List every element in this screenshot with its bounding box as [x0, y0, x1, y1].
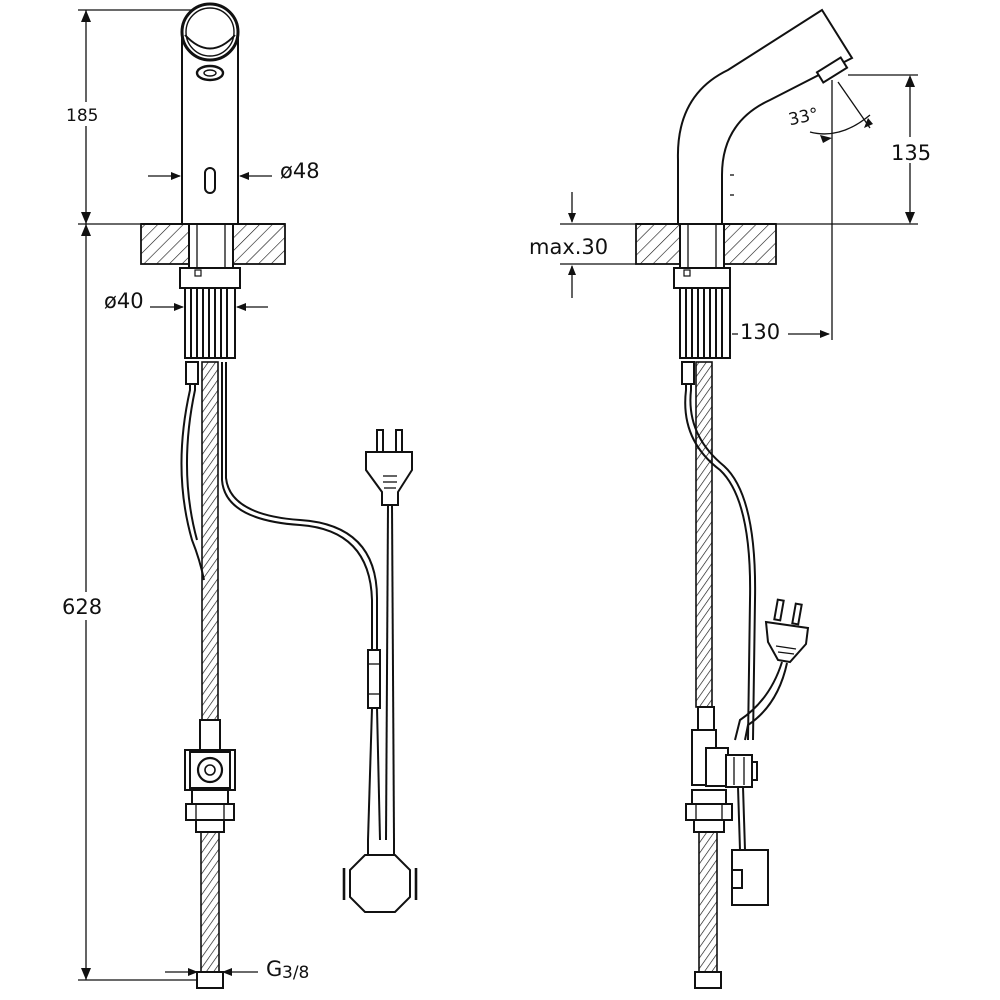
dim-185: 185 [66, 106, 98, 126]
dim-diameter-48: ø48 [280, 159, 320, 183]
power-adapter-side [731, 849, 769, 906]
flex-hose-lower-front [200, 831, 220, 973]
sensor-window-icon [204, 167, 216, 194]
solenoid-valve-side [685, 706, 758, 833]
shank-front [179, 223, 241, 359]
power-plug-side-icon [734, 598, 810, 741]
outlet-height-dimension: 135 [742, 74, 938, 225]
dim-135: 135 [891, 141, 931, 165]
reach-dimension: 130 [732, 318, 830, 344]
deck-thickness-dimension: max.30 [526, 192, 636, 298]
diameter-48-dimension: ø48 [148, 159, 320, 183]
braided-hose-upper-front [201, 361, 219, 748]
spout-body-side [676, 8, 854, 225]
flex-hose-lower-side [698, 831, 718, 973]
sensor-cable-side [684, 362, 752, 741]
dim-thread-g: G [266, 957, 282, 981]
power-adapter-front [342, 840, 418, 913]
shank-side [673, 223, 731, 359]
sensor-cable-front [180, 362, 205, 581]
overall-height-dimension: 185 628 [58, 9, 200, 981]
power-plug-front-icon [365, 429, 413, 506]
thread-dimension: G 3/8 [165, 957, 309, 983]
dim-628: 628 [62, 595, 102, 619]
braided-hose-upper-side [695, 361, 713, 708]
spray-angle-dimension: 33° [787, 80, 873, 340]
spout-body-front [180, 2, 240, 225]
side-view: 135 33° max.30 [526, 8, 938, 989]
dim-33-degrees: 33° [787, 104, 821, 130]
dim-130: 130 [740, 320, 780, 344]
solenoid-valve-front [184, 719, 236, 833]
dim-max-30: max.30 [529, 235, 608, 259]
power-cable-front [221, 362, 373, 650]
dim-thread-fraction: 3/8 [282, 963, 309, 983]
front-view: 185 628 ø48 [58, 2, 418, 989]
dim-diameter-40: ø40 [104, 289, 144, 313]
diameter-40-dimension: ø40 [104, 289, 268, 313]
